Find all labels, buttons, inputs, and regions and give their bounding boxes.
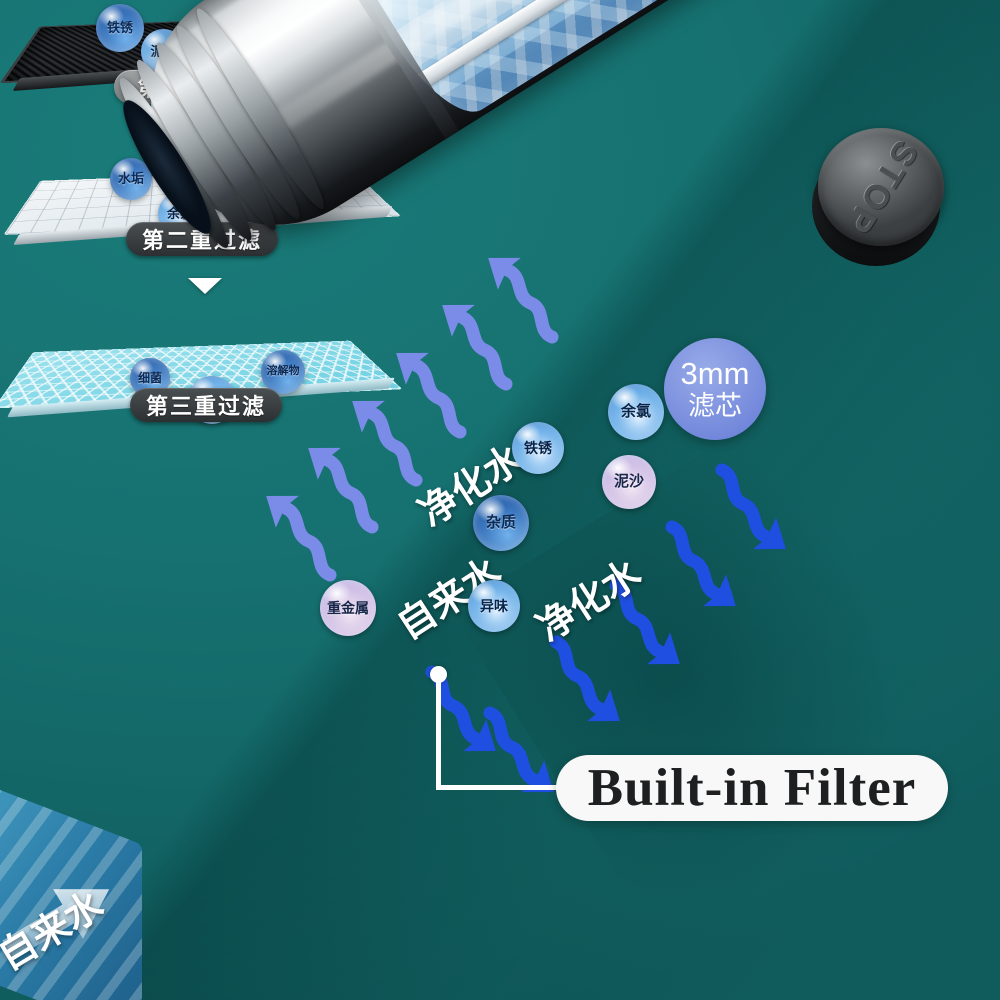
filter-core-size-badge: 3mm 滤芯 — [664, 338, 766, 440]
contaminant-bubble: 溶解物 — [261, 350, 305, 394]
built-in-filter-label: Built-in Filter — [587, 759, 917, 817]
built-in-filter-callout: Built-in Filter — [556, 755, 948, 821]
badge-size-label: 3mm — [680, 356, 750, 391]
contaminant-bubble: 铁锈 — [512, 422, 564, 474]
callout-anchor-dot — [430, 666, 447, 683]
contaminant-bubble: 异味 — [468, 580, 520, 632]
purified-water-arrow-up — [266, 257, 564, 586]
callout-leader-vertical — [436, 682, 441, 788]
contaminant-bubble: 铁锈 — [96, 4, 144, 52]
contaminant-bubble: 重金属 — [320, 580, 376, 636]
contaminant-bubble: 余氯 — [608, 384, 664, 440]
inlet-direction-arrow-icon — [2, 889, 110, 960]
callout-leader-horizontal — [436, 785, 586, 790]
flow-arrow-down-icon — [188, 278, 222, 294]
badge-name-label: 滤芯 — [688, 391, 742, 421]
contaminant-bubble: 泥沙 — [602, 455, 656, 509]
filter-stage-3-label: 第三重过滤 — [130, 388, 282, 422]
contaminant-bubble: 杂质 — [473, 495, 529, 551]
purified-water-arrow-down — [420, 459, 786, 793]
stop-button[interactable]: STOP — [818, 128, 944, 246]
contaminant-bubble: 水垢 — [110, 158, 152, 200]
filter-stage-3: 细菌 重金属 溶解物 — [0, 308, 403, 426]
